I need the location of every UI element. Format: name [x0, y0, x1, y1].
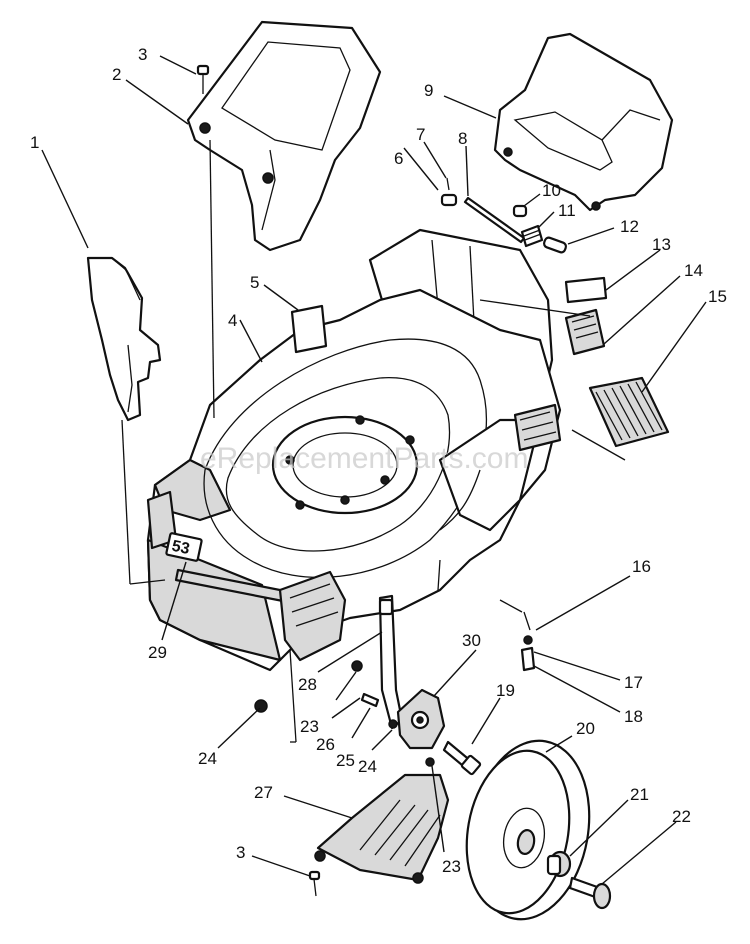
- label-18: 18: [624, 707, 643, 726]
- part-27-axle-cover: [314, 773, 450, 884]
- part-7-screw: [446, 177, 450, 191]
- parts-6-12-hinge-assembly: [440, 177, 568, 254]
- label-3-bottom: 3: [236, 843, 245, 862]
- part-9-bag-cover: [493, 32, 674, 212]
- label-21: 21: [630, 785, 649, 804]
- label-7: 7: [416, 125, 425, 144]
- label-24-right: 24: [358, 757, 377, 776]
- part-6-bushing: [440, 193, 458, 207]
- part-24-nut-right: [388, 719, 398, 729]
- assembly-lines: [121, 139, 626, 743]
- parts-13-15-decals: [564, 276, 670, 448]
- label-6: 6: [394, 149, 403, 168]
- deck-badge-53: 53: [165, 532, 203, 562]
- label-1: 1: [30, 133, 39, 152]
- label-25: 25: [336, 751, 355, 770]
- label-19: 19: [496, 681, 515, 700]
- label-24-left: 24: [198, 749, 217, 768]
- leader-lines: [41, 55, 707, 885]
- part-18-stud: [520, 646, 536, 672]
- part-1-discharge-guard: [86, 256, 162, 422]
- part-16-pin: [523, 611, 531, 631]
- part-13-decal: [564, 276, 608, 304]
- part-2-rear-flap: [186, 20, 382, 252]
- label-5: 5: [250, 273, 259, 292]
- label-2: 2: [112, 65, 121, 84]
- label-17: 17: [624, 673, 643, 692]
- part-3-screw-bottom: [308, 870, 321, 897]
- part-labels: 1 2 3 3 4 5 6 7 8 9 10 11 12 13 14 15 16…: [30, 45, 727, 876]
- part-14-label: [564, 308, 606, 356]
- part-28-bracket: [378, 594, 404, 730]
- label-12: 12: [620, 217, 639, 236]
- label-20: 20: [576, 719, 595, 738]
- label-27: 27: [254, 783, 273, 802]
- part-17-washer: [523, 635, 533, 645]
- label-11: 11: [558, 201, 576, 220]
- label-10: 10: [542, 181, 561, 200]
- part-26-screw: [360, 692, 380, 708]
- part-23-nut-upper: [351, 660, 363, 672]
- watermark: eReplacementParts.com: [200, 442, 528, 475]
- label-22: 22: [672, 807, 691, 826]
- part-21-bushing: [546, 850, 572, 878]
- label-28: 28: [298, 675, 317, 694]
- parts-23-30-height-adjuster: [254, 594, 536, 776]
- part-23-nut-lower: [425, 757, 435, 767]
- label-3-top: 3: [138, 45, 147, 64]
- label-23-upper: 23: [300, 717, 319, 736]
- part-3-bolt-top: [196, 64, 210, 94]
- label-23-lower: 23: [442, 857, 461, 876]
- part-5-deck-label: [290, 304, 328, 354]
- label-14: 14: [684, 261, 703, 280]
- label-30: 30: [462, 631, 481, 650]
- label-13: 13: [652, 235, 671, 254]
- part-8-hinge-rod: [463, 196, 526, 244]
- part-12-pin: [542, 236, 568, 254]
- label-15: 15: [708, 287, 727, 306]
- deck-badge-text: 53: [170, 538, 191, 558]
- label-4: 4: [228, 311, 237, 330]
- label-29: 29: [148, 643, 167, 662]
- label-26: 26: [316, 735, 335, 754]
- part-15-grip: [588, 376, 670, 448]
- label-8: 8: [458, 129, 467, 148]
- label-9: 9: [424, 81, 433, 100]
- label-16: 16: [632, 557, 651, 576]
- part-4-mower-deck: [146, 228, 562, 672]
- part-10-clip: [512, 204, 528, 218]
